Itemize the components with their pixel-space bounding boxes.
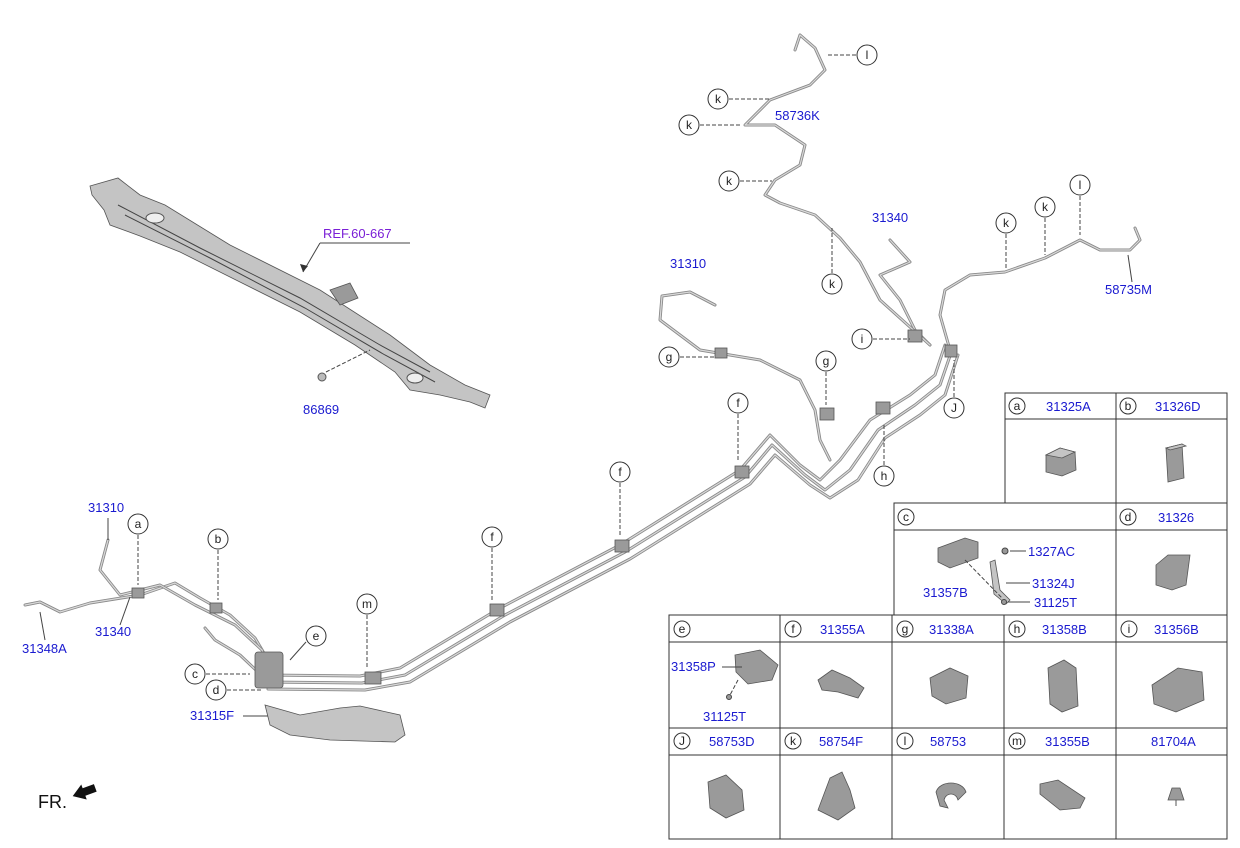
svg-text:l: l [866, 48, 869, 62]
svg-text:J: J [951, 401, 957, 415]
table-letter-h: h [1014, 622, 1021, 636]
part-number-31348A: 31348A [22, 641, 67, 656]
parts-table [668, 392, 1228, 840]
table-part-J: 58753D [709, 734, 755, 749]
table-sub-31358P: 31358P [671, 659, 716, 674]
clip-81704A-part [1167, 787, 1185, 801]
table-part-81704A: 81704A [1151, 734, 1196, 749]
table-part-h: 31358B [1042, 622, 1087, 637]
bracket-31357B-part [937, 537, 979, 569]
svg-text:k: k [1042, 200, 1049, 214]
svg-text:d: d [213, 683, 220, 697]
reference-label: REF.60-667 [323, 226, 392, 241]
clip-31355A-part [817, 669, 865, 699]
svg-text:f: f [736, 396, 740, 410]
part-number-31340-left: 31340 [95, 624, 131, 639]
svg-text:k: k [1003, 216, 1010, 230]
table-letter-e: e [679, 622, 686, 636]
brake-fuel-pipe-bundle [23, 33, 1142, 692]
clip-31355B-part [1039, 779, 1086, 811]
table-sub-31324J: 31324J [1032, 576, 1075, 591]
table-part-b: 31326D [1155, 399, 1201, 414]
clip-58754F-part [817, 771, 856, 821]
svg-text:k: k [726, 174, 733, 188]
table-letter-f: f [791, 622, 795, 636]
table-part-g: 31338A [929, 622, 974, 637]
svg-text:e: e [313, 629, 320, 643]
clip-31358B-part [1047, 659, 1079, 713]
table-part-d: 31326 [1158, 510, 1194, 525]
clip-31358P-part [734, 649, 779, 685]
clip-86869-part [317, 372, 327, 382]
part-number-58736K: 58736K [775, 108, 820, 123]
table-sub-31125T: 31125T [1034, 595, 1077, 610]
table-letter-g: g [902, 622, 909, 636]
table-letter-b: b [1125, 399, 1132, 413]
clip-31356B-part [1151, 667, 1205, 713]
svg-text:m: m [362, 597, 372, 611]
svg-text:g: g [666, 350, 673, 364]
table-letter-l: l [904, 734, 907, 748]
svg-text:k: k [829, 277, 836, 291]
svg-text:k: k [715, 92, 722, 106]
table-letter-a: a [1014, 399, 1021, 413]
clip-31326-part [1155, 554, 1191, 591]
table-part-f: 31355A [820, 622, 865, 637]
svg-text:h: h [881, 469, 888, 483]
clip-58753D-part [707, 774, 745, 819]
table-part-k: 58754F [819, 734, 863, 749]
svg-text:i: i [861, 332, 864, 346]
front-arrow-icon [72, 784, 97, 800]
table-letter-k: k [790, 734, 797, 748]
svg-text:b: b [215, 532, 222, 546]
table-letter-i: i [1128, 622, 1131, 636]
svg-text:l: l [1079, 178, 1082, 192]
table-sub-1327AC: 1327AC [1028, 544, 1075, 559]
table-sub-31125T-e: 31125T [703, 709, 746, 724]
table-part-m: 31355B [1045, 734, 1090, 749]
part-number-31340-top: 31340 [872, 210, 908, 225]
clip-31338A-part [929, 667, 969, 705]
table-part-a: 31325A [1046, 399, 1091, 414]
table-letter-m: m [1012, 734, 1022, 748]
table-part-l: 58753 [930, 734, 966, 749]
svg-text:f: f [618, 465, 622, 479]
table-letter-J: J [679, 734, 685, 748]
part-number-86869: 86869 [303, 402, 339, 417]
part-number-31310-left: 31310 [88, 500, 124, 515]
part-number-31315F: 31315F [190, 708, 234, 723]
clip-58753-part [935, 782, 967, 809]
callout-letters: a b c d e m f f f g g h i J k k k k l [127, 44, 1091, 701]
svg-text:g: g [823, 354, 830, 368]
crossmember-part [89, 177, 491, 409]
part-number-31310-top: 31310 [670, 256, 706, 271]
table-part-i: 31356B [1154, 622, 1199, 637]
table-letter-d: d [1125, 510, 1132, 524]
svg-text:f: f [490, 530, 494, 544]
part-number-58735M: 58735M [1105, 282, 1152, 297]
table-letter-c: c [903, 510, 909, 524]
svg-text:c: c [192, 667, 198, 681]
table-sub-31357B: 31357B [923, 585, 968, 600]
svg-text:k: k [686, 118, 693, 132]
pipe-clips [131, 329, 958, 743]
svg-text:a: a [135, 517, 142, 531]
front-indicator-label: FR. [38, 792, 67, 812]
